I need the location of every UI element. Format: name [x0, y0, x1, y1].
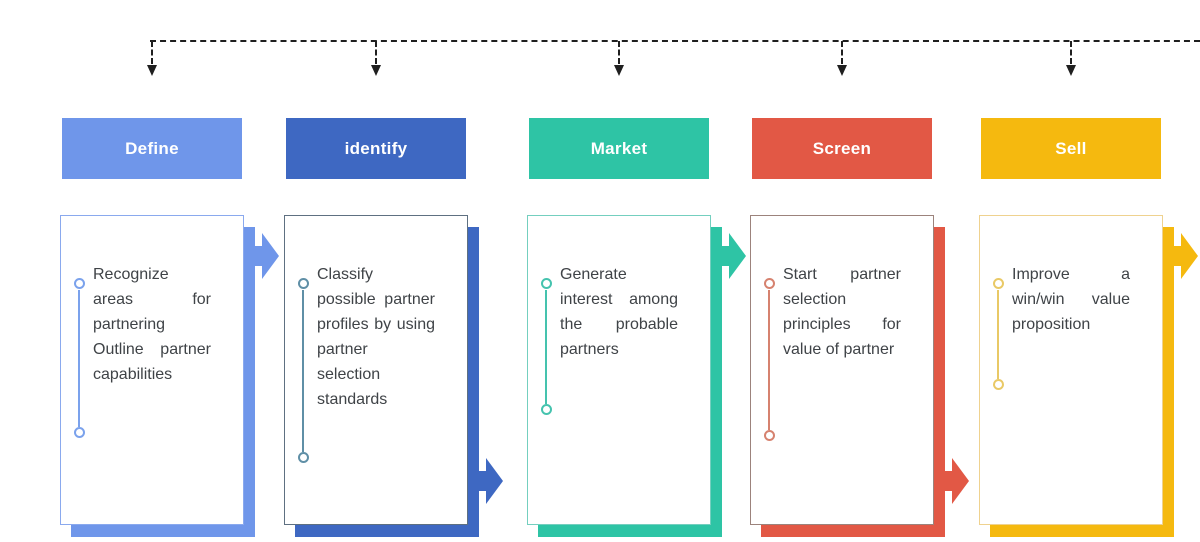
arrow-down-icon: [837, 65, 847, 76]
step-header: identify: [286, 118, 466, 179]
connector-drop-line: [1070, 41, 1072, 64]
timeline-line: [545, 290, 547, 404]
arrow-stem: [1164, 246, 1181, 266]
step-description: Recognize areas for partnering Outline p…: [93, 266, 211, 383]
step-card: Start partner selection principles for v…: [750, 215, 934, 525]
connector-drop: [836, 41, 848, 79]
step-card: Recognize areas for partnering Outline p…: [60, 215, 244, 525]
connector-drop-line: [618, 41, 620, 64]
step-column-identify: identify Classify possible partner profi…: [284, 0, 503, 542]
timeline-end-dot: [993, 379, 1004, 390]
step-header: Define: [62, 118, 242, 179]
step-description: Improve a win/win value proposition: [1012, 266, 1130, 333]
connector-drop: [146, 41, 158, 79]
timeline-line: [768, 290, 770, 430]
timeline-line: [78, 290, 80, 427]
step-description: Generate interest among the probable par…: [560, 266, 678, 358]
connector-line: [150, 40, 1200, 42]
timeline-end-dot: [74, 427, 85, 438]
step-description: Classify possible partner profiles by us…: [317, 266, 435, 408]
arrow-down-icon: [614, 65, 624, 76]
arrow-head: [729, 233, 746, 279]
arrow-down-icon: [147, 65, 157, 76]
timeline-start-dot: [298, 278, 309, 289]
step-description: Start partner selection principles for v…: [783, 266, 901, 358]
timeline-end-dot: [298, 452, 309, 463]
arrow-right-icon: [469, 458, 503, 504]
arrow-head: [262, 233, 279, 279]
arrow-down-icon: [1066, 65, 1076, 76]
step-header: Screen: [752, 118, 932, 179]
arrow-right-icon: [712, 233, 746, 279]
arrow-right-icon: [1164, 233, 1198, 279]
step-column-screen: Screen Start partner selection principle…: [750, 0, 969, 542]
step-header: Market: [529, 118, 709, 179]
connector-drop-line: [151, 41, 153, 64]
step-card: Classify possible partner profiles by us…: [284, 215, 468, 525]
step-column-market: Market Generate interest among the proba…: [527, 0, 746, 542]
timeline-line: [997, 290, 999, 379]
step-column-sell: Sell Improve a win/win value proposition: [979, 0, 1198, 542]
arrow-stem: [935, 471, 952, 491]
arrow-right-icon: [935, 458, 969, 504]
arrow-stem: [712, 246, 729, 266]
connector-drop-line: [841, 41, 843, 64]
arrow-stem: [469, 471, 486, 491]
connector-drop: [1065, 41, 1077, 79]
step-column-define: Define Recognize areas for partnering Ou…: [60, 0, 279, 542]
arrow-down-icon: [371, 65, 381, 76]
step-card: Generate interest among the probable par…: [527, 215, 711, 525]
timeline-line: [302, 290, 304, 452]
step-card: Improve a win/win value proposition: [979, 215, 1163, 525]
step-header: Sell: [981, 118, 1161, 179]
step-header-label: Screen: [812, 139, 872, 158]
timeline-end-dot: [541, 404, 552, 415]
step-header-label: Define: [125, 139, 179, 158]
timeline-start-dot: [764, 278, 775, 289]
arrow-right-icon: [245, 233, 279, 279]
step-header-label: Sell: [1055, 139, 1087, 158]
timeline-end-dot: [764, 430, 775, 441]
arrow-head: [1181, 233, 1198, 279]
timeline-start-dot: [993, 278, 1004, 289]
connector-drop: [613, 41, 625, 79]
connector-drop-line: [375, 41, 377, 64]
arrow-head: [952, 458, 969, 504]
arrow-head: [486, 458, 503, 504]
step-header-label: Market: [590, 139, 648, 158]
connector-drop: [370, 41, 382, 79]
timeline-start-dot: [541, 278, 552, 289]
arrow-stem: [245, 246, 262, 266]
timeline-start-dot: [74, 278, 85, 289]
step-header-label: identify: [344, 139, 408, 158]
